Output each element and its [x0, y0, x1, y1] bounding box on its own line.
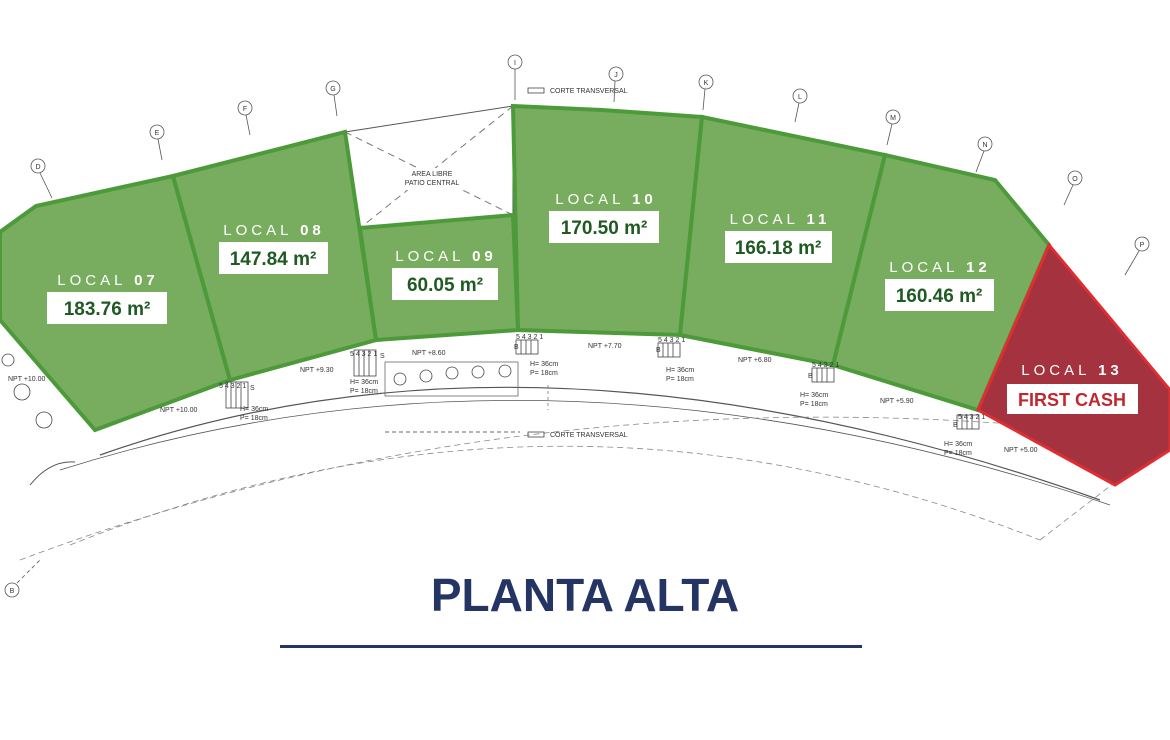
unit-12-word: LOCAL: [889, 259, 958, 276]
svg-text:LOCAL 10: LOCAL 10: [555, 191, 657, 208]
svg-text:LOCAL 12: LOCAL 12: [889, 259, 991, 276]
stair-3-tread: P= 18cm: [530, 370, 558, 377]
level-marker: NPT +6.80: [738, 357, 772, 364]
stair-4-start: B: [656, 347, 661, 354]
unit-10-label: LOCAL 10 170.50 m²: [549, 191, 659, 243]
title-underline: [280, 645, 862, 648]
unit-07-area: 183.76 m²: [64, 299, 151, 320]
grid-axis-m: M: [890, 115, 896, 122]
grid-axis-i: I: [514, 60, 516, 67]
level-marker: NPT +5.00: [1004, 447, 1038, 454]
unit-08-label: LOCAL 08 147.84 m²: [219, 222, 328, 274]
stair-1-height: H= 36cm: [240, 406, 268, 413]
stair-6-steps: 5 4 3 2 1: [958, 414, 985, 421]
stair-2-end: S: [380, 353, 385, 360]
unit-13-label: LOCAL 13 FIRST CASH: [1007, 362, 1138, 414]
corridor-outline: [19, 386, 1170, 561]
stair-2-tread: P= 18cm: [350, 388, 378, 395]
svg-text:LOCAL 11: LOCAL 11: [730, 211, 831, 228]
unit-11-word: LOCAL: [730, 211, 799, 228]
stair-1-tread: P= 18cm: [240, 415, 268, 422]
unit-13-word: LOCAL: [1021, 362, 1090, 379]
grid-axis-p: P: [1140, 242, 1145, 249]
level-marker: NPT +5.90: [880, 398, 914, 405]
unit-08-number: 08: [300, 222, 325, 239]
unit-09-word: LOCAL: [395, 248, 464, 265]
unit-13-number: 13: [1098, 362, 1123, 379]
unit-10-word: LOCAL: [555, 191, 624, 208]
unit-13-shape[interactable]: [976, 242, 1170, 487]
stair-2-height: H= 36cm: [350, 379, 378, 386]
stair-5-steps: 5 4 3 2 1: [812, 362, 839, 369]
stair-2-steps: 5 4 3 2 1: [350, 351, 377, 358]
stair-5-tread: P= 18cm: [800, 401, 828, 408]
section-marker-top: CORTE TRANSVERSAL: [550, 88, 628, 95]
central-patio: AREA LIBRE PATIO CENTRAL: [344, 105, 514, 229]
stair-4-height: H= 36cm: [666, 367, 694, 374]
unit-11-area: 166.18 m²: [735, 238, 822, 259]
grid-axis-e: E: [155, 130, 160, 137]
stair-4-steps: 5 4 3 2 1: [658, 337, 685, 344]
level-markers: NPT +10.00 NPT +10.00 NPT +9.30 NPT +8.6…: [8, 343, 1038, 454]
unit-09-label: LOCAL 09 60.05 m²: [392, 248, 498, 300]
unit-07-label: LOCAL 07 183.76 m²: [47, 272, 167, 324]
grid-axis-j: J: [614, 72, 618, 79]
stair-4-tread: P= 18cm: [666, 376, 694, 383]
stairs: [225, 339, 980, 430]
stair-3-steps: 5 4 3 2 1: [516, 334, 543, 341]
unit-10-area: 170.50 m²: [561, 218, 648, 239]
stair-5-start: B: [808, 373, 813, 380]
unit-11-number: 11: [806, 211, 830, 228]
grid-axis-o: O: [1072, 176, 1078, 183]
stair-3-height: H= 36cm: [530, 361, 558, 368]
svg-text:LOCAL 07: LOCAL 07: [57, 272, 159, 289]
level-marker: NPT +9.30: [300, 367, 334, 374]
level-marker: NPT +10.00: [8, 376, 46, 383]
level-marker: NPT +10.00: [160, 407, 198, 414]
stair-annotations: 5 4 3 2 1 S H= 36cm P= 18cm 5 4 3 2 1 S …: [219, 334, 985, 457]
level-marker: NPT +8.60: [412, 350, 446, 357]
svg-text:LOCAL 13: LOCAL 13: [1021, 362, 1123, 379]
patio-label-line1: AREA LIBRE: [412, 171, 453, 178]
unit-12-number: 12: [966, 259, 991, 276]
unit-13-tenant: FIRST CASH: [1018, 390, 1126, 410]
unit-10-number: 10: [632, 191, 657, 208]
unit-12-area: 160.46 m²: [896, 286, 983, 307]
svg-text:LOCAL 08: LOCAL 08: [223, 222, 325, 239]
unit-07-number: 07: [134, 272, 159, 289]
grid-axis-k: K: [704, 80, 709, 87]
unit-12-label: LOCAL 12 160.46 m²: [885, 259, 994, 311]
section-marker-bottom: CORTE TRANSVERSAL: [550, 432, 628, 439]
units: [0, 103, 1170, 487]
stair-1-steps: 5 4 3 2 1: [219, 383, 246, 390]
section-markers: CORTE TRANSVERSAL CORTE TRANSVERSAL: [527, 87, 628, 439]
level-marker: NPT +7.70: [588, 343, 622, 350]
grid-axis-d: D: [35, 164, 40, 171]
stair-6-tread: P= 18cm: [944, 450, 972, 457]
grid-axis-f: F: [243, 106, 247, 113]
grid-axis-l: L: [798, 94, 802, 101]
stair-6-start: B: [953, 422, 958, 429]
unit-09-number: 09: [472, 248, 497, 265]
unit-07-word: LOCAL: [57, 272, 126, 289]
grid-axis-n: N: [982, 142, 987, 149]
stair-6-height: H= 36cm: [944, 441, 972, 448]
stair-5-height: H= 36cm: [800, 392, 828, 399]
page-title: PLANTA ALTA: [430, 569, 740, 621]
unit-09-area: 60.05 m²: [407, 275, 483, 296]
unit-08-word: LOCAL: [223, 222, 292, 239]
unit-11-label: LOCAL 11 166.18 m²: [725, 211, 832, 263]
unit-08-area: 147.84 m²: [230, 249, 317, 270]
grid-axis-b: B: [10, 588, 15, 595]
patio-label-line2: PATIO CENTRAL: [405, 180, 460, 187]
terrace-furniture: [1, 353, 519, 429]
grid-axis-g: G: [330, 86, 335, 93]
svg-text:LOCAL 09: LOCAL 09: [395, 248, 497, 265]
grid-axes: B D E F G I J K L M N O P: [4, 54, 1150, 598]
stair-3-start: B: [514, 344, 519, 351]
stair-1-end: S: [250, 385, 255, 392]
